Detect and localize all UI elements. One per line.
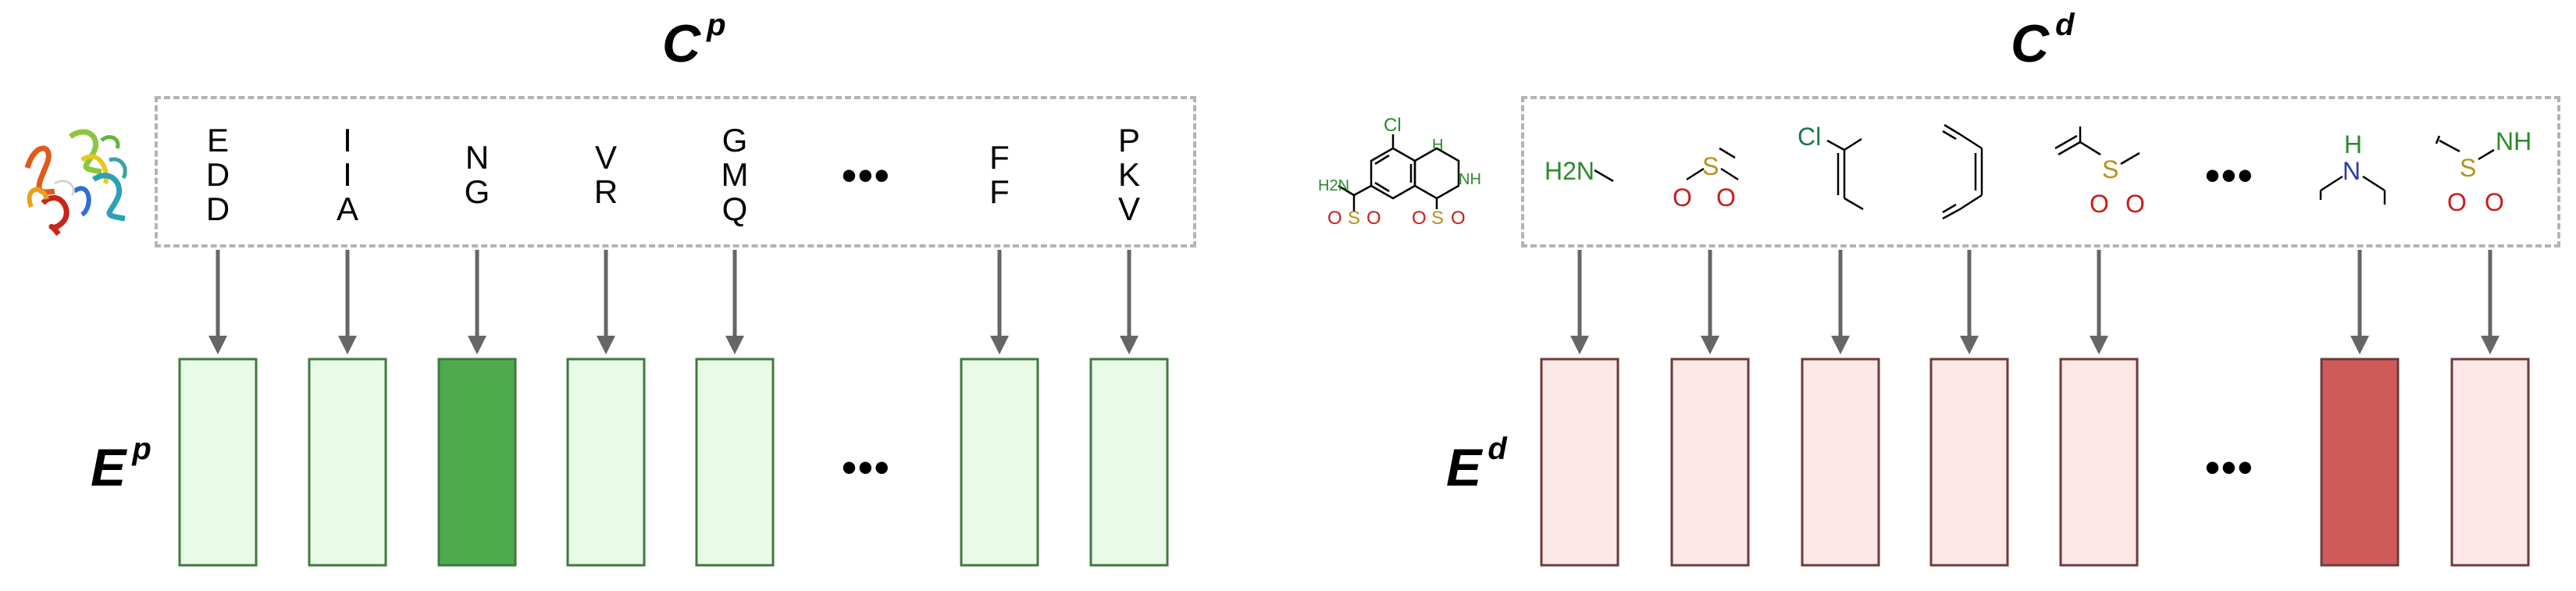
protein-arrow-6 <box>990 250 1009 354</box>
svg-text:O: O <box>1412 208 1427 229</box>
svg-text:NH: NH <box>2496 127 2531 155</box>
drug-arrow-6 <box>2350 250 2369 354</box>
svg-text:H2N: H2N <box>1545 157 1594 185</box>
protein-structure-icon <box>24 129 127 237</box>
svg-text:S: S <box>1348 208 1360 229</box>
drug-arrow-2 <box>1701 250 1719 354</box>
drug-substructure-box <box>1521 96 2560 247</box>
substructure-benzene-icon <box>1942 123 1983 220</box>
svg-text:O: O <box>2125 190 2145 218</box>
drug-embedding-ellipsis: ••• <box>2205 444 2254 491</box>
substructure-chloro-alkene-icon: Cl <box>1797 123 1864 211</box>
svg-text:S: S <box>1702 152 1719 180</box>
svg-text:NH: NH <box>1459 171 1481 188</box>
protein-embedding-ellipsis: ••• <box>842 444 891 491</box>
protein-token-ellipsis: ••• <box>842 152 891 199</box>
svg-text:O: O <box>2447 188 2467 216</box>
drug-arrow-4 <box>1960 250 1979 354</box>
drug-substructure-ellipsis: ••• <box>2205 152 2254 199</box>
protein-arrow-1 <box>208 250 227 354</box>
drug-arrow-5 <box>2090 250 2108 354</box>
drug-arrow-7 <box>2481 250 2499 354</box>
protein-arrow-3 <box>468 250 486 354</box>
svg-text:S: S <box>2460 154 2476 182</box>
protein-embedding-box-5 <box>695 358 775 567</box>
drug-embedding-box-4 <box>1929 358 2009 567</box>
substructure-methylsulfonyl-icon: S O O <box>1673 147 1739 212</box>
svg-text:H: H <box>2344 130 2362 158</box>
svg-text:O: O <box>1716 183 1736 212</box>
protein-token-box <box>155 96 1196 247</box>
svg-text:O: O <box>2090 190 2109 218</box>
protein-embedding-box-3 <box>437 358 517 567</box>
substructure-secondary-amine-icon: H N <box>2319 130 2386 205</box>
protein-arrow-7 <box>1120 250 1138 354</box>
svg-text:O: O <box>1366 208 1381 229</box>
protein-embedding-box-7 <box>1089 358 1169 567</box>
svg-text:S: S <box>1431 208 1444 229</box>
drug-arrow-3 <box>1831 250 1850 354</box>
svg-text:Cl: Cl <box>1384 115 1402 136</box>
svg-text:H2N: H2N <box>1318 177 1349 194</box>
protein-embedding-box-4 <box>566 358 646 567</box>
drug-embedding-box-6 <box>2320 358 2400 567</box>
substructure-sulfonamide-icon: S O O NH <box>2435 127 2531 216</box>
protein-embedding-box-6 <box>960 358 1039 567</box>
protein-embedding-box-2 <box>308 358 387 567</box>
svg-text:N: N <box>2343 157 2360 185</box>
svg-text:S: S <box>2102 155 2118 183</box>
drug-arrow-1 <box>1570 250 1589 354</box>
protein-embedding-box-1 <box>178 358 258 567</box>
drug-embedding-box-7 <box>2450 358 2530 567</box>
protein-arrow-4 <box>597 250 615 354</box>
svg-text:O: O <box>1451 208 1466 229</box>
drug-embedding-box-5 <box>2059 358 2139 567</box>
svg-text:O: O <box>1327 208 1342 229</box>
protein-arrow-2 <box>338 250 357 354</box>
svg-text:O: O <box>2485 188 2504 216</box>
drug-embedding-box-1 <box>1540 358 1619 567</box>
svg-text:Cl: Cl <box>1797 123 1821 151</box>
substructure-vinylsulfonyl-icon: S O O <box>2054 126 2145 218</box>
drug-embedding-box-3 <box>1801 358 1880 567</box>
svg-text:H: H <box>1432 137 1443 154</box>
drug-embedding-box-2 <box>1670 358 1750 567</box>
drug-molecule-icon: Cl H H2N S O O S O O NH <box>1318 115 1481 229</box>
substructure-methylamine-icon: H2N <box>1545 157 1614 185</box>
protein-arrow-5 <box>725 250 744 354</box>
svg-text:O: O <box>1673 183 1692 212</box>
